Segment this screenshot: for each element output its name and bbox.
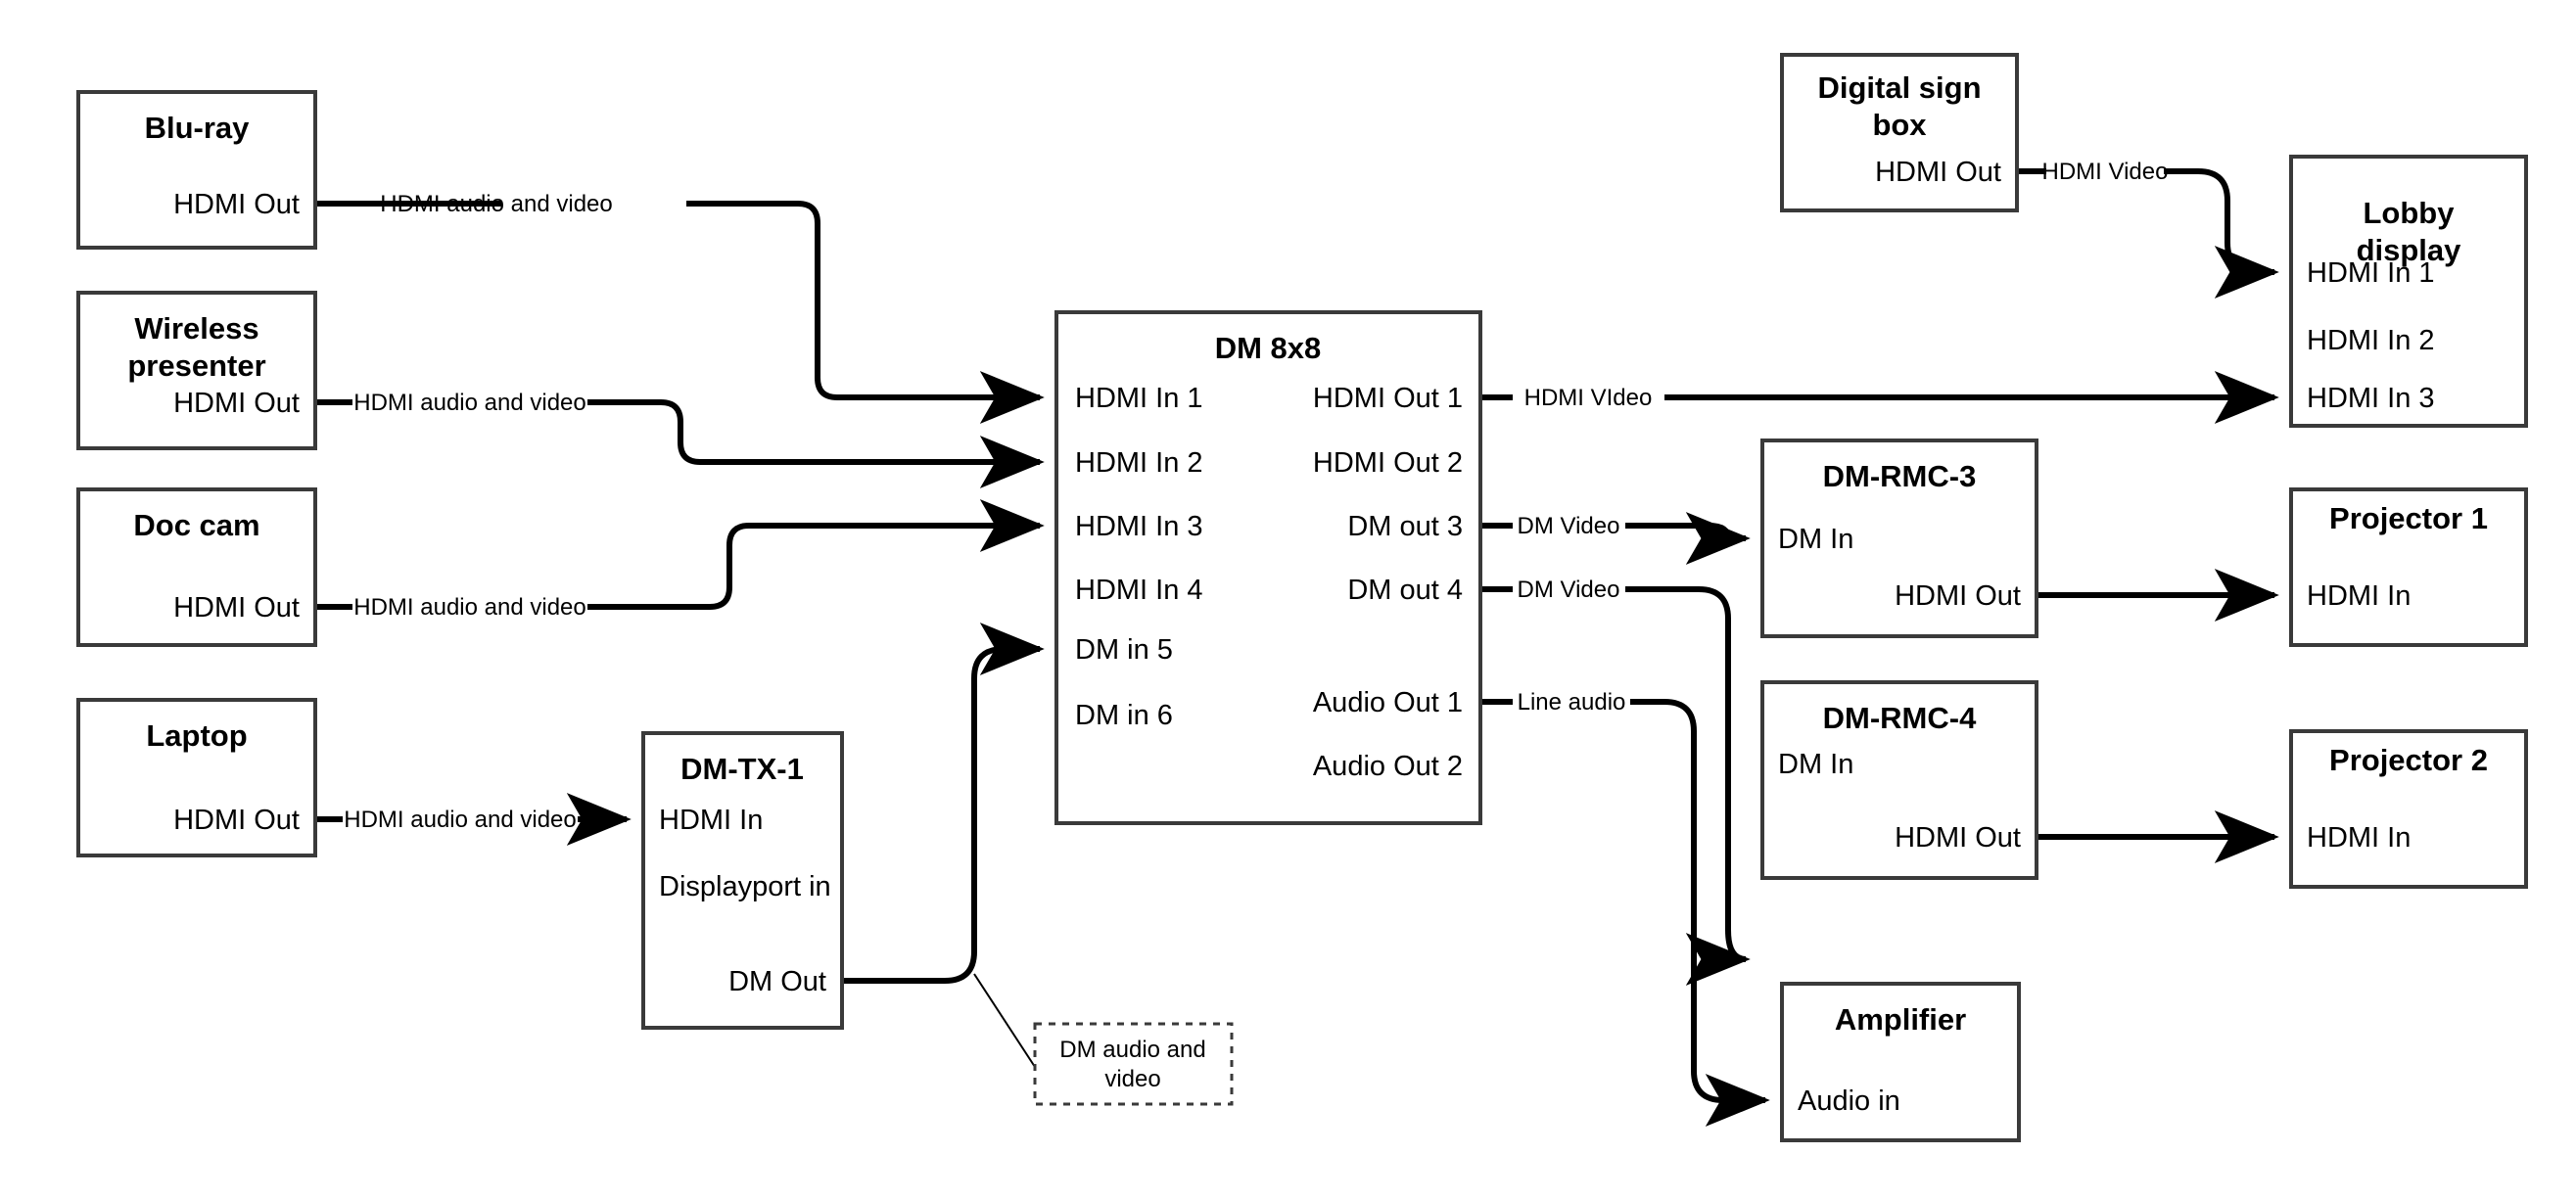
node-dm-8x8-input-4: HDMI In 4 [1075,575,1203,606]
node-projector-2-title: Projector 2 [2329,743,2488,777]
node-dm-8x8-output-4: DM out 4 [1347,575,1463,606]
edge-label-laptop-to-dmtx1: HDMI audio and video [344,807,576,833]
svg-text:DM Video: DM Video [1518,513,1620,539]
wire-dm8x8-dmout4-to-dmrmc4 [1480,586,1751,986]
node-dm-8x8-output-2: HDMI Out 2 [1313,447,1463,479]
node-dm-8x8-input-1: HDMI In 1 [1075,383,1203,414]
svg-text:HDMI audio and video: HDMI audio and video [380,191,612,217]
edge-label-digitalsign-to-lobby: HDMI Video [2042,159,2169,185]
edge-label-doccam-to-dm8x8: HDMI audio and video [353,594,585,621]
node-dm-8x8-title: DM 8x8 [1215,331,1322,365]
node-dm-rmc-3[interactable]: DM-RMC-3 DM In HDMI Out [1760,439,2038,638]
node-digital-sign-box-title-line2: box [1872,108,1927,142]
node-dm-8x8[interactable]: DM 8x8 HDMI In 1 HDMI In 2 HDMI In 3 HDM… [1054,310,1482,825]
node-dm-rmc-3-port-hdmi-out: HDMI Out [1895,580,2021,612]
wire-dmtx1-to-dm8x8 [842,623,1045,1068]
node-lobby-display-title-line2: display [2357,233,2462,267]
node-lobby-display[interactable]: Lobby display HDMI In 1 HDMI In 2 HDMI I… [2289,155,2528,428]
node-dm-8x8-output-3: DM out 3 [1347,511,1463,542]
node-projector-1[interactable]: Projector 1 HDMI In [2289,487,2528,647]
node-dm-rmc-4-port-dm-in: DM In [1778,749,1853,780]
svg-text:HDMI audio and video: HDMI audio and video [353,594,585,621]
node-doc-cam-port-hdmi-out: HDMI Out [173,592,300,624]
node-digital-sign-box-port-hdmi-out: HDMI Out [1875,157,2001,188]
annotation-dm-audio-and-video: DM audio and video [1033,1022,1234,1106]
node-digital-sign-box-title: Digital sign [1817,70,1981,105]
annotation-dm-audio-and-video-line2: video [1104,1066,1160,1092]
svg-text:Line audio: Line audio [1518,689,1626,716]
edge-label-dm8x8-dmout4-to-dmrmc4: DM Video [1518,577,1620,603]
edge-label-bluray-to-dm8x8: HDMI audio and video [380,191,612,217]
node-lobby-display-input-3: HDMI In 3 [2307,383,2435,414]
edge-label-dm8x8-dmout3-to-dmrmc3: DM Video [1518,513,1620,539]
svg-text:HDMI audio and video: HDMI audio and video [353,390,585,416]
node-dm-8x8-input-3: HDMI In 3 [1075,511,1203,542]
node-bluray-port-hdmi-out: HDMI Out [173,189,300,220]
edge-label-wireless-to-dm8x8: HDMI audio and video [353,390,585,416]
node-dm-tx-1[interactable]: DM-TX-1 HDMI In Displayport in DM Out [641,731,844,1030]
edge-label-dm8x8-audioout1-to-amplifier: Line audio [1518,689,1626,716]
node-laptop-port-hdmi-out: HDMI Out [173,805,300,836]
annotation-dm-audio-and-video-line1: DM audio and [1059,1037,1205,1063]
node-wireless-presenter-port-hdmi-out: HDMI Out [173,388,300,419]
node-projector-1-title: Projector 1 [2329,501,2488,535]
node-dm-rmc-4-port-hdmi-out: HDMI Out [1895,822,2021,854]
svg-text:HDMI Video: HDMI Video [2042,159,2169,185]
node-wireless-presenter-title: Wireless [134,311,258,346]
node-dm-rmc-4-title: DM-RMC-4 [1823,701,1977,735]
node-amplifier-port-audio-in: Audio in [1798,1086,1900,1117]
node-amplifier-title: Amplifier [1835,1002,1966,1037]
node-dm-8x8-input-2: HDMI In 2 [1075,447,1203,479]
node-digital-sign-box[interactable]: Digital sign box HDMI Out [1780,53,2019,212]
node-dm-8x8-output-6: Audio Out 2 [1313,751,1463,782]
node-dm-tx-1-port-displayport-in: Displayport in [659,871,831,902]
node-projector-2-port-hdmi-in: HDMI In [2307,822,2411,854]
node-dm-tx-1-port-hdmi-in: HDMI In [659,805,763,836]
node-dm-rmc-3-port-dm-in: DM In [1778,524,1853,555]
wire-digitalsign-to-lobby [2017,168,2279,299]
svg-text:DM Video: DM Video [1518,577,1620,603]
node-projector-2[interactable]: Projector 2 HDMI In [2289,729,2528,889]
node-dm-8x8-input-5: DM in 5 [1075,634,1173,666]
wire-bluray-to-dm8x8 [315,201,1045,424]
node-laptop[interactable]: Laptop HDMI Out [76,698,317,857]
svg-text:HDMI VIdeo: HDMI VIdeo [1524,385,1653,411]
node-projector-1-port-hdmi-in: HDMI In [2307,580,2411,612]
node-wireless-presenter[interactable]: Wireless presenter HDMI Out [76,291,317,450]
node-dm-rmc-3-title: DM-RMC-3 [1823,459,1977,493]
wire-dm8x8-audioout1-to-amplifier [1480,699,1770,1127]
node-amplifier[interactable]: Amplifier Audio in [1780,982,2021,1142]
edge-label-dm8x8-hdmiout1-to-lobby: HDMI VIdeo [1524,385,1653,411]
node-dm-tx-1-title: DM-TX-1 [680,752,804,786]
node-bluray-title: Blu-ray [145,111,251,145]
svg-text:HDMI audio and video: HDMI audio and video [344,807,576,833]
node-bluray[interactable]: Blu-ray HDMI Out [76,90,317,250]
node-laptop-title: Laptop [146,718,247,753]
node-dm-rmc-4[interactable]: DM-RMC-4 DM In HDMI Out [1760,680,2038,880]
node-dm-8x8-output-5: Audio Out 1 [1313,687,1463,718]
wire-wireless-to-dm8x8 [315,399,1045,488]
node-lobby-display-input-1: HDMI In 1 [2307,257,2435,289]
node-dm-tx-1-port-dm-out: DM Out [728,966,826,997]
node-lobby-display-title: Lobby [2364,196,2456,230]
wire-doccam-to-dm8x8 [315,499,1045,610]
node-dm-8x8-output-1: HDMI Out 1 [1313,383,1463,414]
node-doc-cam[interactable]: Doc cam HDMI Out [76,487,317,647]
node-wireless-presenter-title-line2: presenter [127,348,265,383]
node-dm-8x8-input-6: DM in 6 [1075,700,1173,731]
node-lobby-display-input-2: HDMI In 2 [2307,325,2435,356]
node-doc-cam-title: Doc cam [133,508,259,542]
wire-dm8x8-dmout3-to-dmrmc3 [1480,512,1751,565]
